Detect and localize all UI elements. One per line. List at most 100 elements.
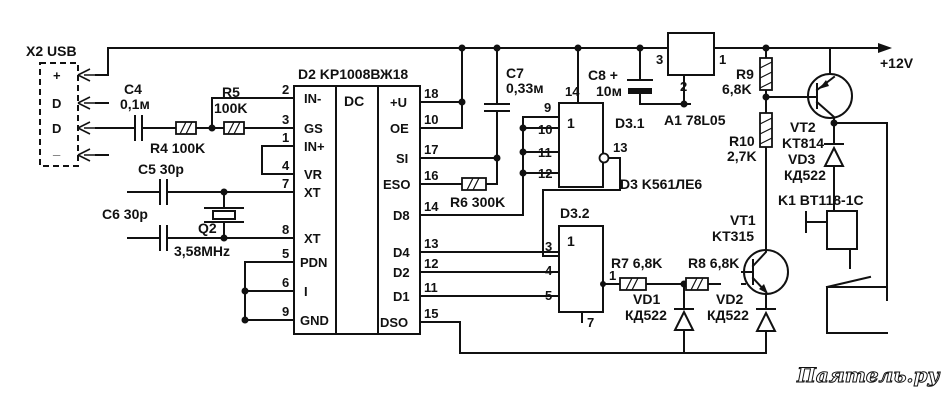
svg-text:3: 3 [656,52,663,67]
svg-text:5: 5 [545,288,552,303]
svg-text:10: 10 [424,112,438,127]
usb-pin-d1: D [52,96,61,111]
svg-text:5: 5 [282,246,289,261]
svg-text:D2: D2 [393,265,410,280]
svg-text:17: 17 [424,142,438,157]
svg-text:9: 9 [544,100,551,115]
svg-text:0,33м: 0,33м [506,80,544,96]
svg-text:КД522: КД522 [707,307,749,323]
svg-text:VD1: VD1 [633,291,660,307]
svg-text:R4 100K: R4 100K [150,140,205,156]
svg-text:18: 18 [424,86,438,101]
power-rail-label: +12V [880,55,914,71]
svg-text:DSO: DSO [380,315,408,330]
svg-text:11: 11 [424,280,438,295]
wires [95,43,892,354]
regulator-a1: 3 2 1 A1 78L05 [656,32,726,128]
svg-text:IN-: IN- [304,91,321,106]
svg-text:D8: D8 [393,208,410,223]
svg-text:9: 9 [282,304,289,319]
svg-text:10м: 10м [596,83,622,99]
svg-text:IN+: IN+ [304,139,325,154]
svg-text:2: 2 [282,82,289,97]
svg-text:10: 10 [538,122,552,137]
svg-text:4: 4 [545,263,553,278]
resistor-r6: R6 300K [450,177,505,210]
svg-text:D4: D4 [393,245,410,260]
svg-text:2: 2 [680,79,687,94]
gate-d3-2-label: D3.2 [560,205,590,221]
resistor-r7: R7 6,8K [611,255,662,291]
transistor-vt2: VT2 KT814 [782,73,853,151]
svg-text:КД522: КД522 [625,307,667,323]
svg-text:GS: GS [304,121,323,136]
svg-text:VT1: VT1 [730,212,756,228]
svg-text:КД522: КД522 [784,167,826,183]
svg-text:100K: 100K [214,100,247,116]
svg-text:C8 +: C8 + [588,67,618,83]
ic-d2-label: D2 KP1008ВЖ18 [298,66,408,82]
svg-text:13: 13 [424,236,438,251]
svg-text:I: I [304,284,308,299]
svg-text:VR: VR [304,167,323,182]
svg-text:XT: XT [304,231,321,246]
resistor-r9: R9 6,8K [722,57,773,97]
svg-text:C4: C4 [124,81,142,97]
svg-text:3,58MHz: 3,58MHz [174,243,230,259]
svg-text:D1: D1 [393,289,410,304]
svg-text:7: 7 [282,176,289,191]
svg-text:C5 30p: C5 30p [138,161,184,177]
gate-d3-1: 1 D3.1 14 9 10 11 12 13 D3 K561ЛЕ6 [538,84,702,192]
svg-text:15: 15 [424,306,438,321]
svg-text:12: 12 [424,256,438,271]
svg-text:4: 4 [282,158,290,173]
capacitor-c7: C7 0,33м [484,65,544,118]
svg-text:2,7K: 2,7K [727,148,757,164]
svg-text:13: 13 [613,140,627,155]
capacitor-c5: C5 30p [138,161,184,205]
resistor-r5: R5 100K [214,84,247,135]
resistor-r8: R8 6,8K [685,255,739,291]
svg-text:11: 11 [538,145,552,160]
svg-text:R6 300K: R6 300K [450,194,505,210]
svg-text:+U: +U [390,95,407,110]
svg-text:16: 16 [424,168,438,183]
diode-vd3: VD3 КД522 [784,143,845,183]
capacitor-c6: C6 30p [102,206,168,251]
gate-d3-1-label: D3.1 [615,115,645,131]
svg-text:VD2: VD2 [716,291,743,307]
svg-text:R8 6,8K: R8 6,8K [688,255,739,271]
svg-text:OE: OE [390,121,409,136]
svg-text:KT814: KT814 [782,135,824,151]
transistor-vt1: VT1 KT315 [712,212,789,295]
diode-vd1: VD1 КД522 [625,291,695,331]
usb-pin-d2: D [52,121,61,136]
svg-text:R9: R9 [736,66,754,82]
usb-connector: X2 USB + D D _ [26,43,96,167]
svg-text:6: 6 [282,275,289,290]
ic-d2-block: DC [344,93,364,109]
relay-k1: K1 BT118-1C [778,192,872,289]
diode-vd2: VD2 КД522 [707,291,777,332]
ic-d2: D2 KP1008ВЖ18 DC 2 IN- 3 GS 1 IN+ 4 VR 7… [282,66,439,335]
svg-text:XT: XT [304,185,321,200]
svg-text:12: 12 [538,166,552,181]
svg-text:8: 8 [282,222,289,237]
watermark: Паятель.ру [796,363,940,387]
svg-text:SI: SI [396,151,408,166]
gate-d3-2-func: 1 [567,233,575,249]
svg-text:C7: C7 [506,65,524,81]
crystal-q2: Q2 3,58MHz [174,207,244,259]
svg-text:R7 6,8K: R7 6,8K [611,255,662,271]
usb-pin-gnd: _ [52,142,61,157]
gate-d3-2: D3.2 1 3 4 5 1 7 [545,205,616,330]
resistor-r10: R10 2,7K [727,112,773,164]
junctions [208,44,838,324]
capacitor-c8: C8 + 10м [588,67,653,99]
gate-d3-1-func: 1 [567,115,575,131]
svg-text:6,8K: 6,8K [722,81,752,97]
svg-text:14: 14 [424,199,439,214]
svg-text:3: 3 [282,112,289,127]
svg-text:R5: R5 [222,84,240,100]
